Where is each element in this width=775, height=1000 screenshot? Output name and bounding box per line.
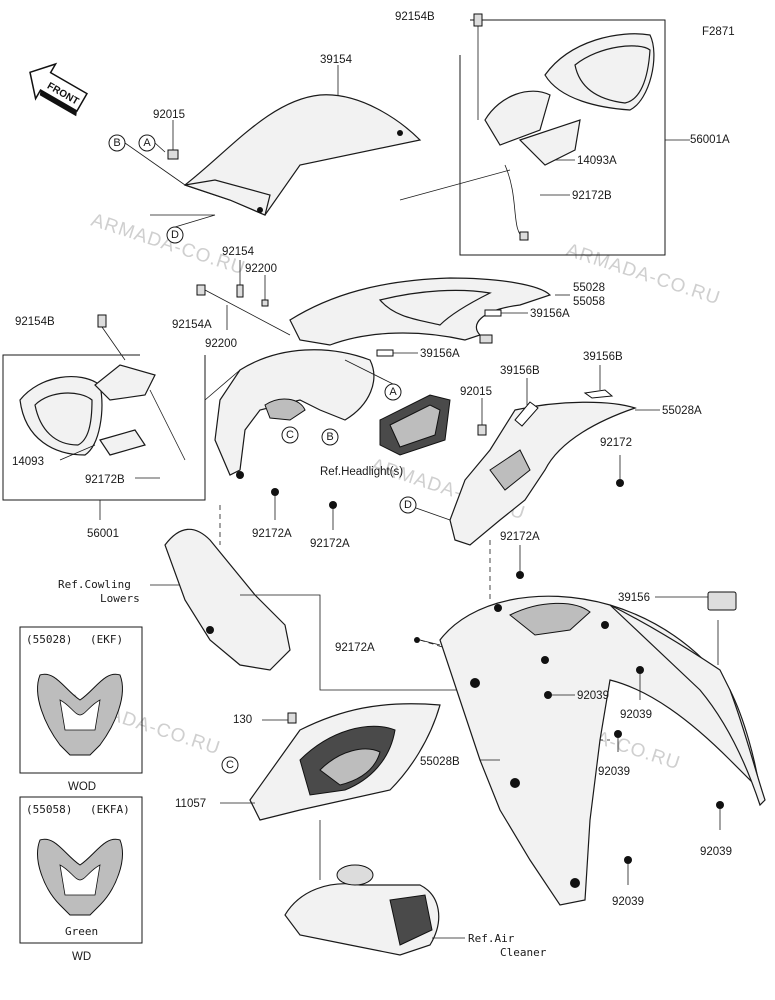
svg-text:B: B — [326, 431, 333, 443]
mirror-right-box — [459, 19, 666, 256]
svg-text:C: C — [226, 759, 234, 771]
label-130: 130 — [233, 714, 252, 726]
label-92039-c: 92039 — [598, 766, 630, 778]
label-92039-a: 92039 — [577, 690, 609, 702]
bolt-92154B-left — [97, 314, 107, 328]
label-92172A-d: 92172A — [335, 642, 375, 654]
side-panel-55028A — [449, 401, 637, 546]
label-39156A-a: 39156A — [530, 308, 570, 320]
svg-text:D: D — [171, 229, 179, 241]
label-92172A-a: 92172A — [252, 528, 292, 540]
label-92172A-c: 92172A — [500, 531, 540, 543]
cowling-lower-ref — [164, 528, 291, 671]
label-56001A: 56001A — [690, 134, 730, 146]
label-92154: 92154 — [222, 246, 255, 258]
label-sticker-39156A-a — [484, 309, 502, 317]
variant-2-color: Green — [65, 925, 98, 938]
label-39154: 39154 — [320, 54, 353, 66]
label-92039-e: 92039 — [612, 896, 644, 908]
callout-c-mid — [281, 426, 299, 444]
figure-code: F2871 — [702, 26, 735, 38]
label-39156B-b: 39156B — [583, 351, 623, 363]
label-92200-b: 92200 — [205, 338, 237, 350]
variant-1-suffix: WOD — [68, 781, 96, 793]
label-92172A-b: 92172A — [310, 538, 350, 550]
label-92172B-left: 92172B — [85, 474, 125, 486]
bolt-130 — [287, 712, 297, 724]
label-55028-55058: 55028 55058 — [573, 282, 608, 308]
ref-cowling-lowers-1: Ref.Cowling — [58, 578, 131, 591]
mirror-left — [19, 364, 186, 461]
grommet-92015-top — [167, 149, 179, 160]
side-fairing-55028B — [439, 595, 761, 906]
label-14093A: 14093A — [577, 155, 617, 167]
mirror-right — [484, 33, 655, 241]
tail-strip — [609, 591, 766, 807]
svg-text:B: B — [113, 137, 120, 149]
meter-stay — [249, 703, 441, 821]
label-55058: 55058 — [573, 296, 605, 308]
label-92039-d: 92039 — [700, 846, 732, 858]
bolt-92154B-top — [473, 13, 483, 27]
variant-1-code: (55028) — [26, 633, 72, 646]
label-92154B-top: 92154B — [395, 11, 435, 23]
label-92172: 92172 — [600, 437, 632, 449]
svg-text:C: C — [286, 429, 294, 441]
label-11057: 11057 — [175, 798, 206, 810]
ref-air-cleaner-1: Ref.Air — [468, 932, 515, 945]
variant-2-code: (55058) — [26, 803, 72, 816]
label-55028B: 55028B — [420, 756, 460, 768]
watermark-1: ARMADA-CO.RU — [88, 210, 247, 280]
front-arrow-icon: FRONT — [29, 62, 88, 117]
svg-text:A: A — [143, 137, 151, 149]
air-cleaner-ref — [284, 864, 440, 956]
ref-headlights: Ref.Headlight(s) — [320, 466, 403, 478]
callout-c-bottom — [221, 756, 239, 774]
label-39156A-b: 39156A — [420, 348, 460, 360]
windscreen — [183, 94, 422, 216]
variant-inset-1: (55028) (EKF) WOD — [19, 626, 143, 793]
label-56001: 56001 — [87, 528, 119, 540]
callout-d-mid — [399, 496, 417, 514]
variant-2-model: (EKFA) — [90, 803, 130, 816]
label-92015-top: 92015 — [153, 109, 185, 121]
variant-1-model: (EKF) — [90, 633, 123, 646]
label-92015-mid: 92015 — [460, 386, 492, 398]
label-39156: 39156 — [618, 592, 650, 604]
svg-text:D: D — [404, 499, 412, 511]
label-sticker-39156A-b — [376, 349, 394, 357]
upper-cowl — [289, 277, 552, 346]
headlight-unit — [379, 394, 451, 456]
svg-text:A: A — [389, 386, 397, 398]
label-92200-a: 92200 — [245, 263, 277, 275]
sticker-39156B-b — [583, 389, 614, 399]
callout-b-mid — [321, 428, 339, 446]
label-92172B-top: 92172B — [572, 190, 612, 202]
label-55028: 55028 — [573, 282, 605, 294]
label-92039-b: 92039 — [620, 709, 652, 721]
variant-inset-2: (55058) (EKFA) Green WD — [19, 796, 143, 963]
mirror-left-box — [2, 354, 206, 501]
ref-air-cleaner-2: Cleaner — [500, 946, 547, 959]
variant-2-suffix: WD — [72, 951, 91, 963]
label-14093: 14093 — [12, 456, 44, 468]
ref-cowling-lowers-2: Lowers — [100, 592, 140, 605]
label-55028A: 55028A — [662, 405, 702, 417]
label-92154B-left: 92154B — [15, 316, 55, 328]
label-92154A: 92154A — [172, 319, 212, 331]
label-39156B-a: 39156B — [500, 365, 540, 377]
inner-fairing — [214, 349, 375, 479]
sticker-39156B-a — [514, 401, 539, 427]
